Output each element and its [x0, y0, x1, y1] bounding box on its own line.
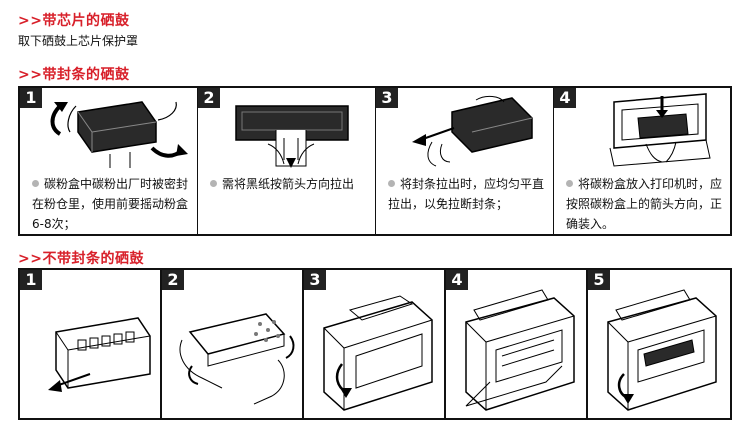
step-number: 3: [304, 270, 326, 290]
section-title-no-seal: >>不带封条的硒鼓: [18, 251, 144, 267]
shake-cartridge-icon: [50, 101, 188, 168]
unsealed-steps-panel: 1 2 3: [18, 268, 732, 420]
step-number: 5: [588, 270, 610, 290]
sealed-step-3-text: 将封条拉出时，应均匀平直拉出，以免拉断封条；: [388, 177, 545, 211]
unsealed-step-3: 3: [304, 270, 446, 418]
printer-open-empty-icon: [465, 289, 575, 411]
sealed-steps-panel: 1 碳粉盒中碳粉出厂时被密封在粉仓里，使用前要摇动粉盒6-8次； 2 需将黑纸按…: [18, 86, 732, 236]
sealed-step-1-text: 碳粉盒中碳粉出厂时被密封在粉仓里，使用前要摇动粉盒6-8次；: [32, 177, 189, 231]
sealed-step-4-text: 将碳粉盒放入打印机时，应按照碳粉盒上的箭头方向，正确装入。: [566, 177, 723, 231]
step-number: 1: [20, 270, 42, 290]
sealed-step-3: 3 将封条拉出时，应均匀平直拉出，以免拉断封条；: [376, 88, 554, 234]
unsealed-step-1: 1: [20, 270, 162, 418]
sealed-step-2: 2 需将黑纸按箭头方向拉出: [198, 88, 376, 234]
section-title-chip: >>带芯片的硒鼓: [18, 13, 130, 29]
unsealed-step-5: 5: [588, 270, 730, 418]
step-number: 4: [446, 270, 468, 290]
sealed-step-2-text: 需将黑纸按箭头方向拉出: [210, 174, 369, 194]
remove-from-box-icon: [48, 317, 151, 392]
step-number: 4: [554, 88, 576, 108]
step-number: 2: [162, 270, 184, 290]
chip-instruction: 取下硒鼓上芯片保护罩: [18, 34, 139, 48]
rock-cartridge-icon: [179, 313, 295, 405]
unsealed-step-2: 2: [162, 270, 304, 418]
step-number: 1: [20, 88, 42, 108]
open-printer-cover-icon: [323, 295, 433, 411]
unsealed-step-4: 4: [446, 270, 588, 418]
step-number: 3: [376, 88, 398, 108]
step-number: 2: [198, 88, 220, 108]
printer-with-cartridge-icon: [607, 289, 717, 411]
section-title-seal: >>带封条的硒鼓: [18, 67, 130, 83]
pull-black-paper-icon: [235, 105, 349, 168]
sealed-step-4: 4 将碳粉盒放入打印机时，应按照碳粉盒上的箭头方向，正确装入。: [554, 88, 730, 234]
pull-seal-strip-icon: [412, 95, 533, 167]
insert-cartridge-icon: [609, 93, 711, 167]
sealed-step-1: 1 碳粉盒中碳粉出厂时被密封在粉仓里，使用前要摇动粉盒6-8次；: [20, 88, 198, 234]
